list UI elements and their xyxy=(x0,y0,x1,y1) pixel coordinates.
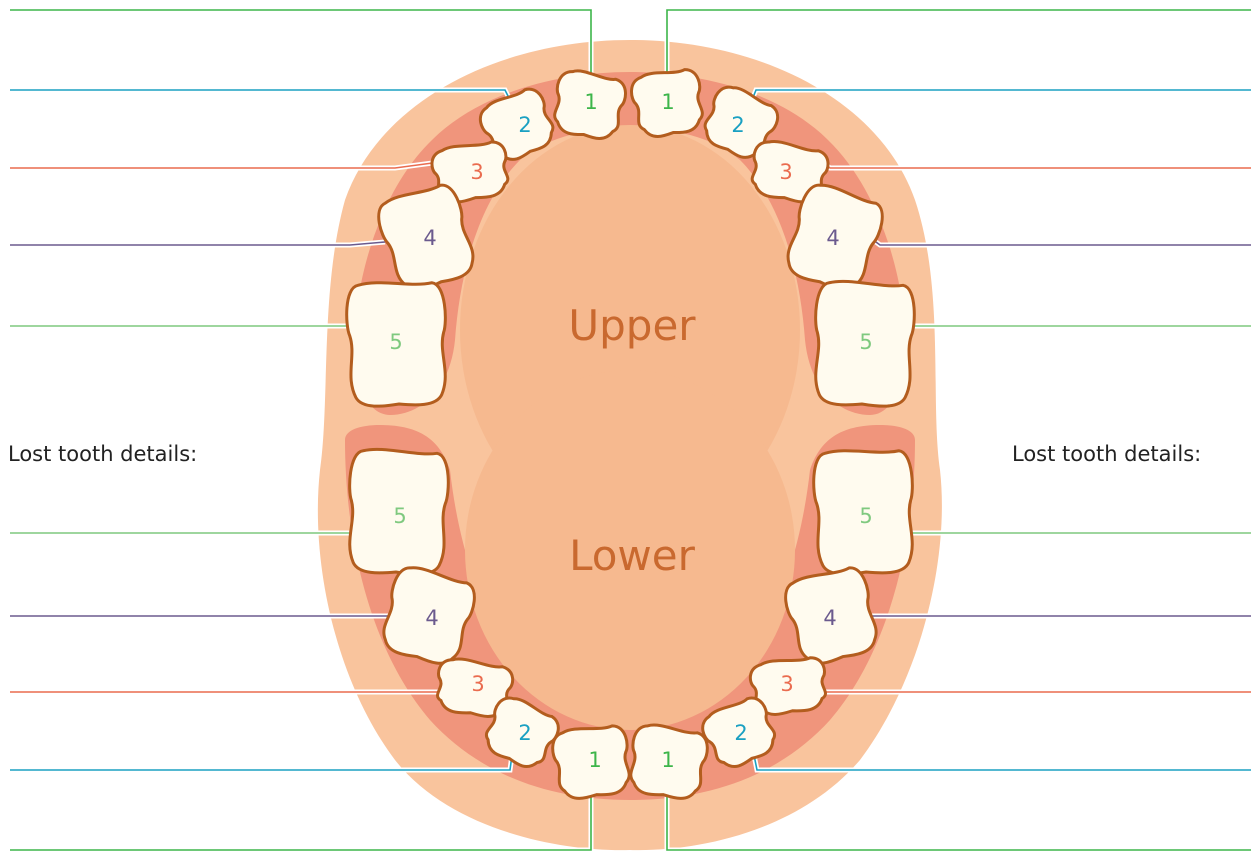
tooth-lower-right-1[interactable]: 1 xyxy=(626,722,710,801)
tooth-number: 1 xyxy=(661,748,674,772)
tooth-number: 1 xyxy=(584,90,597,114)
tooth-number: 4 xyxy=(823,606,836,630)
tooth-upper-left-1[interactable]: 1 xyxy=(550,68,629,142)
tooth-number: 2 xyxy=(731,113,744,137)
tooth-number: 1 xyxy=(661,90,674,114)
tooth-upper-right-1[interactable]: 1 xyxy=(629,66,708,140)
tooth-number: 1 xyxy=(588,748,601,772)
tooth-number: 4 xyxy=(425,606,438,630)
tooth-number: 3 xyxy=(779,160,792,184)
tooth-number: 5 xyxy=(859,330,872,354)
tooth-number: 3 xyxy=(780,672,793,696)
tooth-upper-right-5[interactable]: 5 xyxy=(813,280,916,407)
tooth-number: 2 xyxy=(734,721,747,745)
tooth-lower-left-1[interactable]: 1 xyxy=(550,722,634,801)
tooth-number: 5 xyxy=(393,504,406,528)
tooth-number: 4 xyxy=(826,226,839,250)
tooth-number: 2 xyxy=(518,721,531,745)
tooth-number: 2 xyxy=(518,113,531,137)
tooth-number: 4 xyxy=(423,226,436,250)
tooth-lower-left-5[interactable]: 5 xyxy=(347,448,450,575)
lower-arch-label: Lower xyxy=(569,531,696,580)
lost-tooth-details-heading-right: Lost tooth details: xyxy=(1012,442,1201,466)
tooth-lower-right-5[interactable]: 5 xyxy=(813,448,916,575)
tooth-upper-left-5[interactable]: 5 xyxy=(346,280,449,407)
upper-arch-label: Upper xyxy=(568,301,696,350)
tooth-number: 5 xyxy=(389,330,402,354)
tooth-number: 3 xyxy=(470,160,483,184)
lost-tooth-details-heading-left: Lost tooth details: xyxy=(8,442,197,466)
tooth-number: 5 xyxy=(859,504,872,528)
tooth-number: 3 xyxy=(471,672,484,696)
